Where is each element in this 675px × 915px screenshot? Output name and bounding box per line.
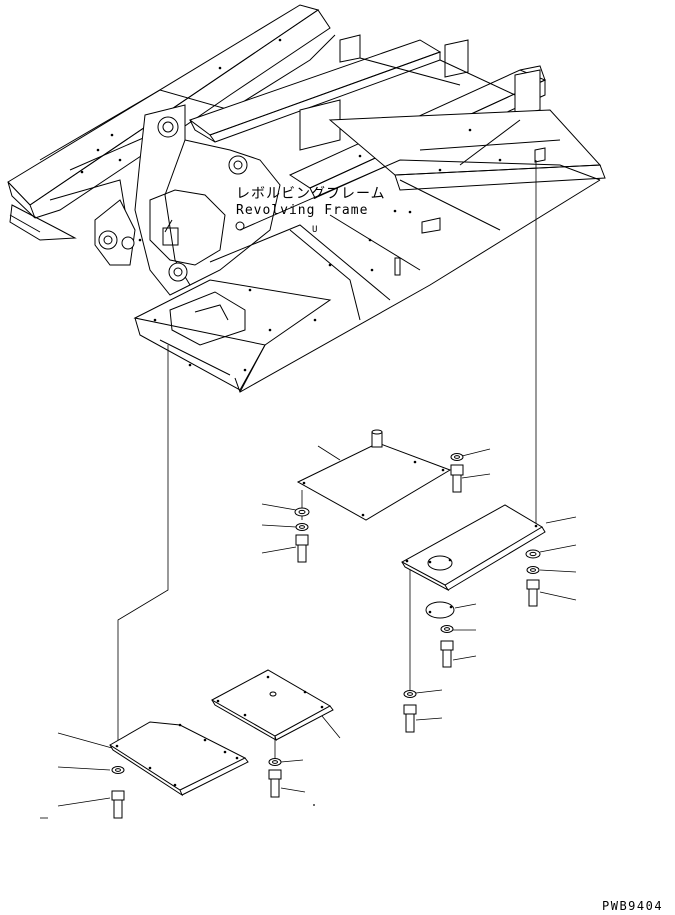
frame-label-jp: レボルビングフレーム [236,186,386,202]
frame-label-en: Revolving Frame [236,203,368,218]
frame-rivets [80,38,502,372]
cover-plate-lower-center [210,669,341,806]
cover-plate-right [400,504,577,733]
drawing-code: PWB9404 [602,899,663,913]
cover-plate-lower-left [40,721,249,819]
connection-lines [117,160,537,760]
revolving-frame [7,4,606,393]
frame-mark-u: U [312,225,318,235]
cover-plate-upper [261,429,491,563]
